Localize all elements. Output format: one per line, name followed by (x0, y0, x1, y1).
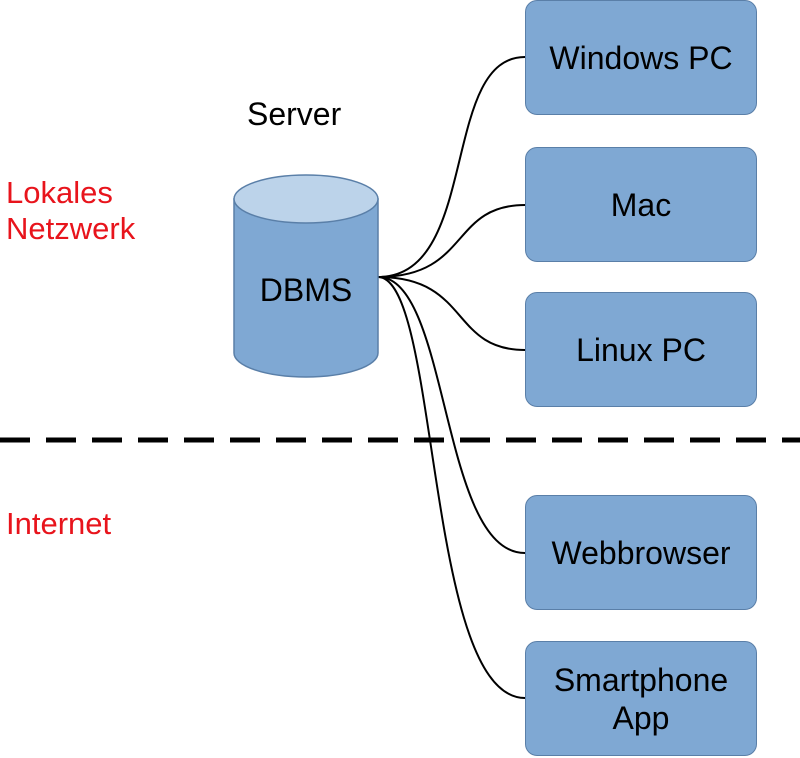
connector-windows-pc (377, 56, 526, 278)
client-label: Linux PC (576, 331, 706, 368)
client-label: Smartphone App (553, 661, 729, 736)
client-label: Mac (610, 186, 672, 223)
zone-label-local-network: Lokales Netzwerk (6, 175, 136, 246)
client-linux-pc: Linux PC (525, 292, 757, 407)
client-smartphone-app: Smartphone App (525, 641, 757, 756)
connector-mac (377, 204, 526, 278)
database-label: DBMS (259, 272, 353, 308)
connector-webbrowser (377, 276, 526, 554)
client-label: Windows PC (549, 39, 733, 76)
connector-linux-pc (377, 276, 526, 351)
zone-label-internet: Internet (6, 506, 112, 541)
client-windows-pc: Windows PC (525, 0, 757, 115)
client-mac: Mac (525, 147, 757, 262)
database-cylinder-icon (233, 174, 379, 378)
client-webbrowser: Webbrowser (525, 495, 757, 610)
client-label: Webbrowser (551, 534, 731, 571)
server-title: Server (247, 96, 342, 132)
connector-smartphone-app (377, 276, 526, 699)
